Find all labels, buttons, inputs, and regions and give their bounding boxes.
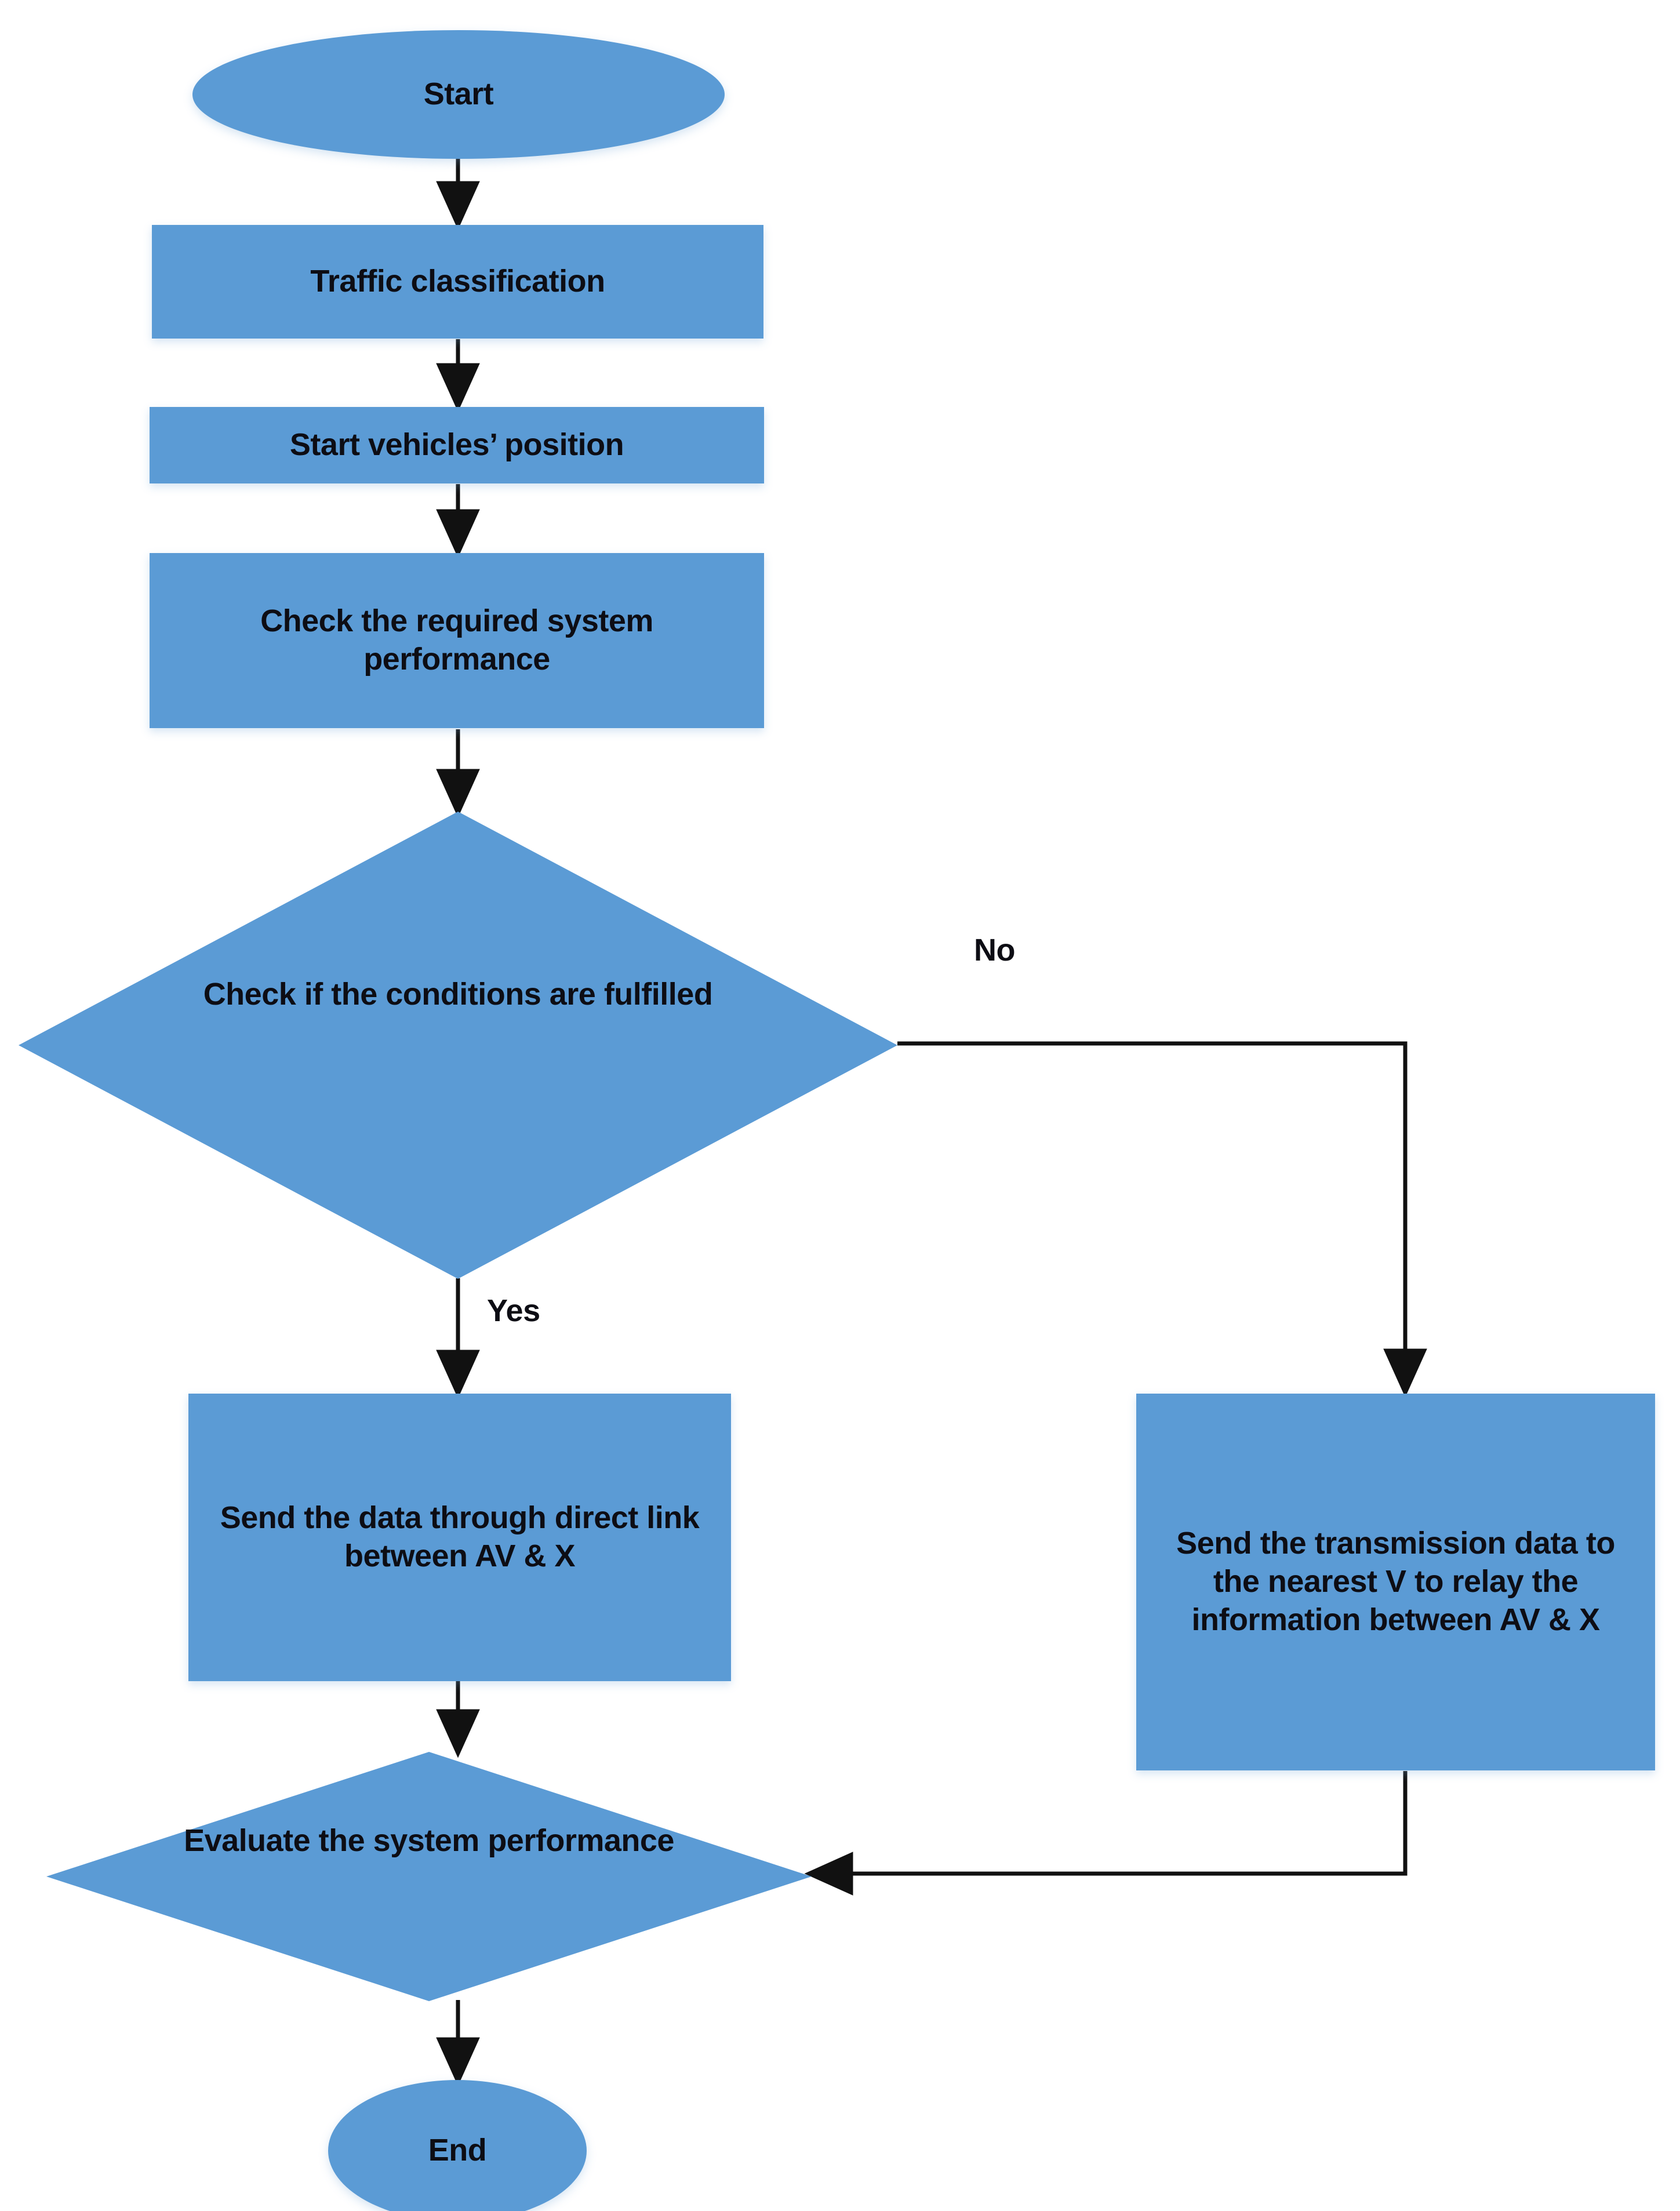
evaluate-diamond-shape xyxy=(46,1752,812,2001)
node-start-label: Start xyxy=(423,77,494,112)
edge-label-no: No xyxy=(974,933,1015,968)
node-check-required-performance[interactable]: Check the required system performance xyxy=(150,553,764,728)
node-start-vehicles-position-label: Start vehicles’ position xyxy=(289,427,624,463)
edge-check-conditions-no-to-send-relay xyxy=(897,1041,1427,1398)
node-send-relay-label: Send the transmission data to the neares… xyxy=(1176,1526,1615,1637)
node-traffic-classification[interactable]: Traffic classification xyxy=(152,225,763,339)
node-check-conditions[interactable]: Check if the conditions are fulfilled xyxy=(19,812,897,1279)
node-check-required-performance-label: Check the required system performance xyxy=(260,603,653,677)
edge-send-relay-to-evaluate-performance xyxy=(804,1771,1408,1896)
node-end[interactable]: End xyxy=(328,2080,587,2211)
node-check-conditions-label: Check if the conditions are fulfilled xyxy=(203,977,713,1012)
node-send-direct-label: Send the data through direct link betwee… xyxy=(220,1500,700,1573)
node-start[interactable]: Start xyxy=(192,30,725,159)
decision-diamond-shape xyxy=(19,812,897,1279)
node-start-vehicles-position[interactable]: Start vehicles’ position xyxy=(150,407,764,483)
edge-label-yes: Yes xyxy=(487,1293,540,1328)
node-send-relay[interactable]: Send the transmission data to the neares… xyxy=(1136,1394,1655,1770)
node-end-label: End xyxy=(428,2133,487,2168)
node-traffic-classification-label: Traffic classification xyxy=(310,264,605,299)
node-evaluate-performance[interactable]: Evaluate the system performance xyxy=(46,1752,812,2001)
node-send-direct[interactable]: Send the data through direct link betwee… xyxy=(188,1394,731,1681)
node-evaluate-performance-label: Evaluate the system performance xyxy=(184,1823,674,1858)
